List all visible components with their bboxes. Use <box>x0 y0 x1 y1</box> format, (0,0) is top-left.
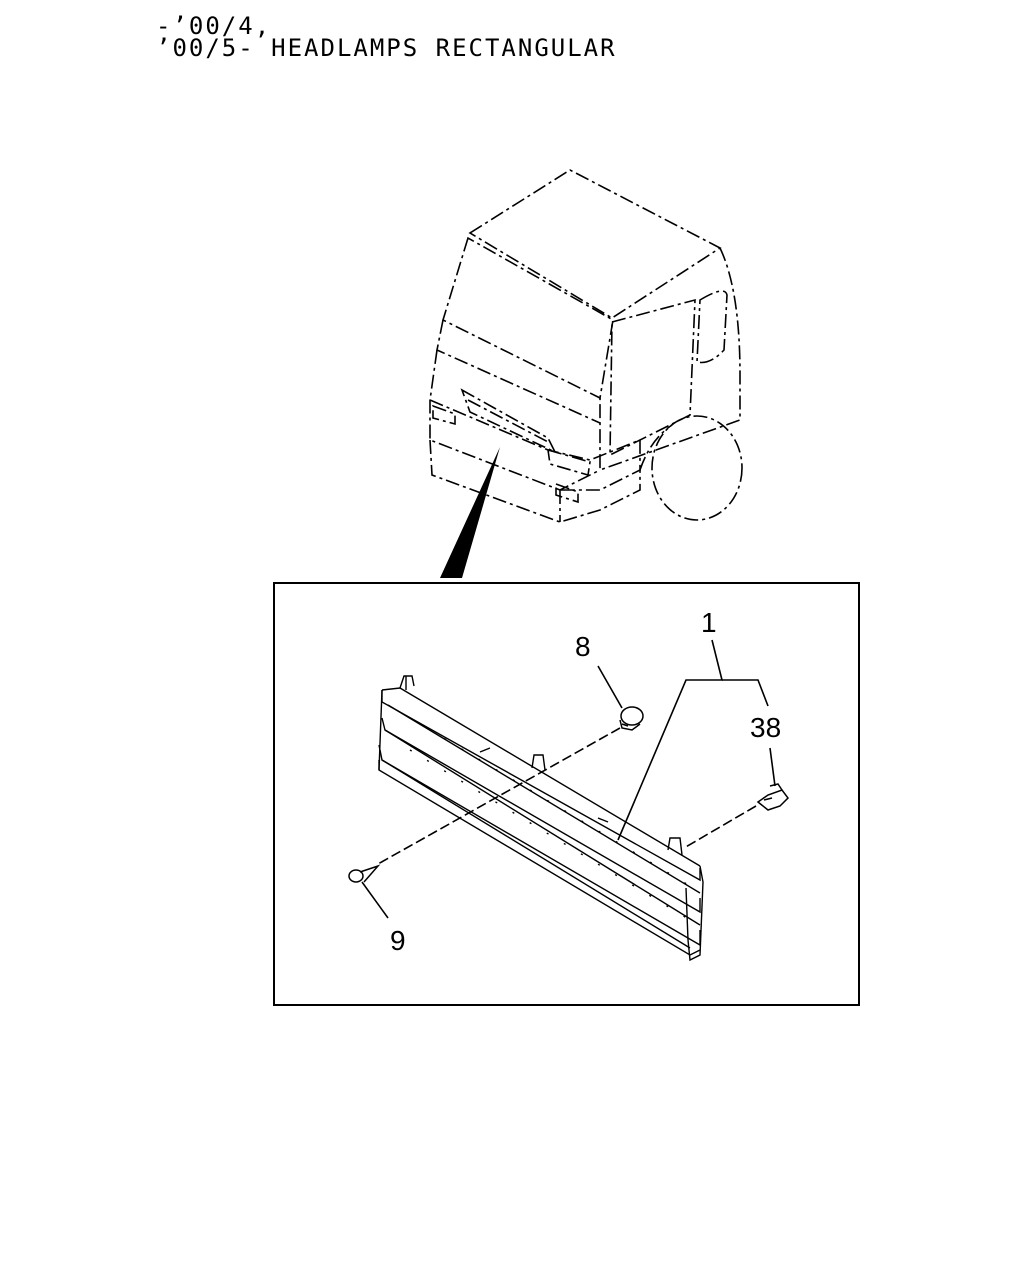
cab-headlamp-right <box>555 482 579 504</box>
cab-wheel <box>651 415 743 521</box>
header-model-range: -’00/4, <box>156 12 272 40</box>
install-line-bracket <box>683 805 757 849</box>
cab-door-window <box>609 298 696 457</box>
clip-part-8 <box>619 706 644 731</box>
grille-tab-left <box>399 675 415 689</box>
cab-bumper <box>429 399 641 491</box>
cab-headlamp-left <box>432 404 456 426</box>
leader-lines <box>361 639 776 919</box>
install-line-clip-screw <box>377 727 621 865</box>
callout-part-1: 1 <box>701 607 717 638</box>
callout-part-9: 9 <box>390 925 406 956</box>
detail-box <box>273 582 860 1006</box>
grille-tab-middle <box>531 754 546 771</box>
bracket-part-38 <box>756 783 789 811</box>
cab-side-panel <box>599 247 741 472</box>
cab-roof <box>468 169 722 319</box>
leader-part-1-to-38 <box>722 679 769 707</box>
front-grille-part <box>378 675 704 962</box>
leader-part-8 <box>597 665 623 709</box>
detail-pointer <box>440 447 500 578</box>
leader-part-1 <box>617 639 724 841</box>
header-title: ’00/5- HEADLAMPS RECTANGULAR <box>156 34 617 62</box>
truck-cab-illustration <box>429 169 743 523</box>
leader-part-38 <box>769 747 776 787</box>
screw-part-9 <box>348 864 381 883</box>
callout-part-38: 38 <box>750 712 781 743</box>
grille-tab-right <box>667 837 683 856</box>
leader-part-9 <box>361 881 389 919</box>
cab-side-window <box>696 290 728 364</box>
cab-windshield <box>442 236 614 400</box>
callout-part-8: 8 <box>575 631 591 662</box>
cab-front-face <box>429 349 601 491</box>
